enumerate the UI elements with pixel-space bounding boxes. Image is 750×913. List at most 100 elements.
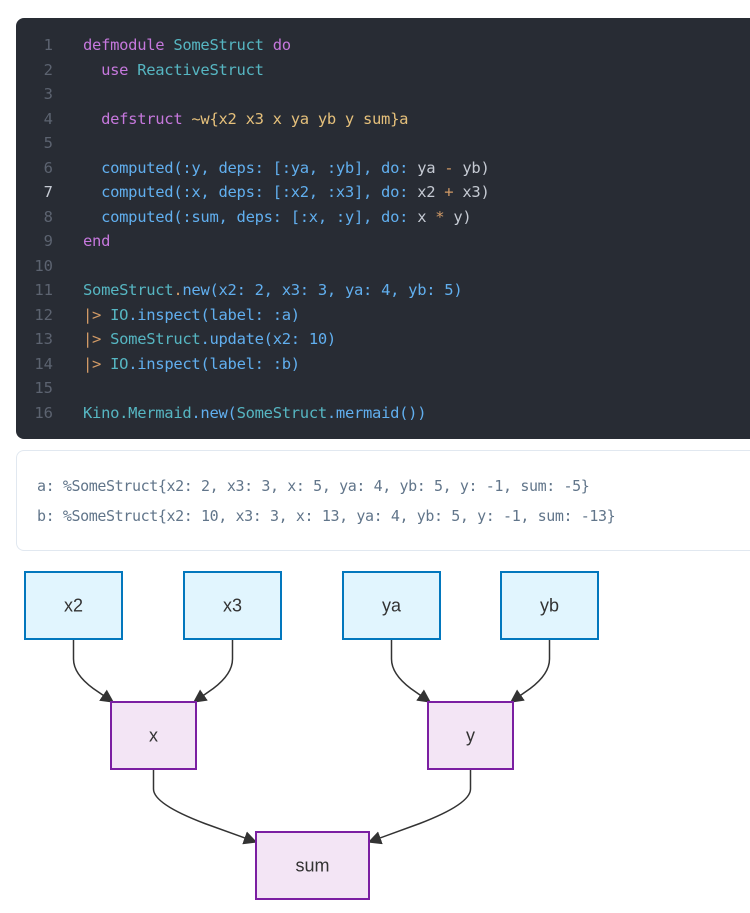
- line-number: 14: [34, 354, 53, 373]
- node-label: sum: [295, 856, 329, 876]
- node-label: yb: [540, 596, 559, 616]
- code-line[interactable]: 8 computed(:sum, deps: [:x, :y], do: x *…: [16, 205, 750, 230]
- code-line[interactable]: 13 |> SomeStruct.update(x2: 10): [16, 327, 750, 352]
- code-token: .mermaid()): [326, 403, 427, 422]
- code-token: computed(:sum, deps: [:x, :y], do:: [83, 207, 418, 226]
- code-token: end: [83, 232, 111, 250]
- node-ya: ya: [342, 571, 441, 640]
- code-text: use ReactiveStruct: [83, 58, 264, 83]
- code-line[interactable]: 15: [16, 376, 750, 401]
- code-text: computed(:y, deps: [:ya, :yb], do: ya - …: [83, 156, 490, 181]
- node-label: ya: [382, 596, 402, 616]
- code-token: ~w{x2 x3 x ya yb y sum}a: [191, 109, 409, 128]
- code-token: do: [263, 36, 291, 54]
- edge-x-sum: [152, 769, 258, 845]
- node-y: y: [427, 701, 514, 770]
- line-number: 5: [43, 134, 53, 152]
- line-number: 12: [34, 305, 53, 324]
- code-token: |>: [83, 330, 102, 348]
- node-x2: x2: [24, 571, 123, 640]
- line-number: 6: [43, 158, 53, 177]
- code-token: IO: [101, 354, 129, 373]
- node-x3: x3: [183, 571, 282, 640]
- line-number: 1: [43, 36, 53, 54]
- code-line[interactable]: 6 computed(:y, deps: [:ya, :yb], do: ya …: [16, 156, 750, 181]
- code-line[interactable]: 5: [16, 131, 750, 156]
- line-number: 2: [43, 60, 53, 79]
- code-token: .new(: [191, 403, 237, 422]
- line-number: 9: [43, 232, 53, 250]
- node-box: [255, 831, 370, 900]
- code-text: defmodule SomeStruct do: [83, 33, 291, 58]
- node-sum: sum: [255, 831, 370, 900]
- node-box: [24, 571, 123, 640]
- output-line-b: b: %SomeStruct{x2: 10, x3: 3, x: 13, ya:…: [37, 507, 616, 525]
- code-text: |> SomeStruct.update(x2: 10): [83, 327, 336, 352]
- code-token: .inspect(label: :b): [128, 354, 300, 373]
- code-token: defmodule: [83, 36, 174, 54]
- code-text: Kino.Mermaid.new(SomeStruct.mermaid()): [83, 401, 427, 426]
- output-line-a: a: %SomeStruct{x2: 2, x3: 3, x: 5, ya: 4…: [37, 477, 590, 495]
- node-label: y: [466, 726, 475, 746]
- code-line[interactable]: 9 end: [16, 229, 750, 254]
- code-line[interactable]: 14 |> IO.inspect(label: :b): [16, 352, 750, 377]
- node-box: [342, 571, 441, 640]
- node-label: x: [149, 726, 158, 746]
- code-line[interactable]: 7 computed(:x, deps: [:x2, :x3], do: x2 …: [16, 180, 750, 205]
- edge-y-sum: [367, 769, 472, 845]
- code-token: x: [417, 207, 436, 226]
- code-token: ya: [417, 158, 445, 177]
- line-number: 10: [34, 256, 53, 275]
- code-line[interactable]: 1 defmodule SomeStruct do: [16, 33, 750, 58]
- edge-yb-y: [509, 639, 551, 703]
- code-line[interactable]: 11 SomeStruct.new(x2: 2, x3: 3, ya: 4, yb…: [16, 278, 750, 303]
- code-token: SomeStruct: [83, 281, 174, 299]
- code-line[interactable]: 12 |> IO.inspect(label: :a): [16, 303, 750, 328]
- code-text: end: [83, 229, 110, 254]
- edge-x3-x: [192, 639, 234, 703]
- node-yb: yb: [500, 571, 599, 640]
- code-token: use: [83, 60, 138, 79]
- line-number: 13: [34, 330, 53, 348]
- code-text: computed(:x, deps: [:x2, :x3], do: x2 + …: [83, 180, 490, 205]
- code-line[interactable]: 2 use ReactiveStruct: [16, 58, 750, 83]
- node-box: [110, 701, 197, 770]
- code-line[interactable]: 10: [16, 254, 750, 279]
- code-token: SomeStruct: [173, 36, 264, 54]
- code-token: defstruct: [83, 109, 192, 128]
- code-token: computed(:y, deps: [:ya, :yb], do:: [83, 158, 418, 177]
- line-number: 8: [43, 207, 53, 226]
- code-line[interactable]: 4 defstruct ~w{x2 x3 x ya yb y sum}a: [16, 107, 750, 132]
- code-token: computed(:x, deps: [:x2, :x3], do:: [83, 183, 418, 201]
- line-number: 11: [34, 281, 53, 299]
- code-token: SomeStruct: [101, 330, 201, 348]
- code-token: |>: [83, 354, 102, 373]
- node-box: [500, 571, 599, 640]
- code-token: .update(x2: 10): [200, 330, 336, 348]
- code-token: +: [444, 183, 454, 201]
- code-token: .inspect(label: :a): [128, 305, 300, 324]
- line-number: 3: [43, 85, 53, 103]
- code-token: y): [444, 207, 472, 226]
- node-x: x: [110, 701, 197, 770]
- code-token: new(x2: 2, x3: 3, ya: 4, yb: 5): [182, 281, 463, 299]
- code-text: computed(:sum, deps: [:x, :y], do: x * y…: [83, 205, 472, 230]
- code-text: SomeStruct.new(x2: 2, x3: 3, ya: 4, yb: …: [83, 278, 463, 303]
- node-label: x3: [223, 596, 242, 616]
- node-box: [183, 571, 282, 640]
- output-panel: a: %SomeStruct{x2: 2, x3: 3, x: 5, ya: 4…: [16, 450, 750, 551]
- code-token: *: [435, 207, 445, 226]
- code-token: x2: [417, 183, 445, 201]
- code-line[interactable]: 3: [16, 82, 750, 107]
- code-token: Kino.Mermaid: [83, 403, 192, 422]
- code-text: |> IO.inspect(label: :a): [83, 303, 300, 328]
- edge-ya-y: [390, 639, 432, 703]
- code-text: |> IO.inspect(label: :b): [83, 352, 300, 377]
- code-token: SomeStruct: [236, 403, 328, 422]
- edge-x2-x: [72, 639, 115, 703]
- code-token: IO: [101, 305, 129, 324]
- mermaid-diagram: x2 x3 ya yb x y sum: [24, 571, 599, 900]
- node-box: [427, 701, 514, 770]
